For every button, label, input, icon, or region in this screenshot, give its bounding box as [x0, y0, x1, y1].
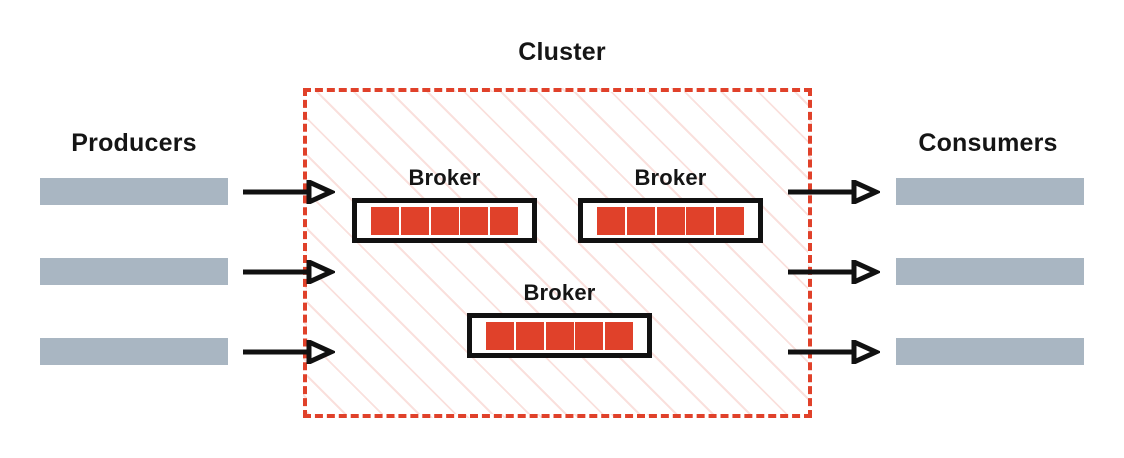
- producer-bar-2: [40, 258, 228, 285]
- consumer-arrow-3-icon: [788, 340, 880, 364]
- producer-arrow-2-icon: [243, 260, 335, 284]
- consumers-title: Consumers: [918, 129, 1058, 157]
- broker-2-label: Broker: [634, 165, 707, 190]
- broker-2: Broker: [578, 165, 763, 243]
- broker-2-partition-1: [597, 206, 625, 235]
- broker-3-label-wrap: Broker: [523, 280, 595, 306]
- broker-2-partition-2: [626, 206, 655, 235]
- broker-2-partition-5: [716, 206, 744, 235]
- broker-2-partition-3: [656, 206, 685, 235]
- broker-3-partition-5: [605, 321, 633, 350]
- producer-arrow-3-icon: [243, 340, 335, 364]
- consumer-arrow-2-icon: [788, 260, 880, 284]
- broker-3-label: Broker: [523, 280, 596, 305]
- broker-1-partition-5: [490, 206, 518, 235]
- producer-arrow-1-icon: [243, 180, 335, 204]
- broker-3-partition-2: [515, 321, 544, 350]
- consumer-bar-2: [896, 258, 1084, 285]
- broker-1-partition-3: [430, 206, 459, 235]
- producer-bar-1: [40, 178, 228, 205]
- broker-2-box: [578, 198, 763, 243]
- consumer-arrow-1-icon: [788, 180, 880, 204]
- producer-bar-3: [40, 338, 228, 365]
- broker-1: Broker: [352, 165, 537, 243]
- broker-3-partition-4: [575, 321, 604, 350]
- broker-3-partition-1: [486, 321, 514, 350]
- consumer-bar-1: [896, 178, 1084, 205]
- broker-2-label-wrap: Broker: [634, 165, 706, 191]
- broker-3: Broker: [467, 280, 652, 358]
- broker-2-partition-4: [686, 206, 715, 235]
- broker-1-partition-2: [400, 206, 429, 235]
- consumer-bar-3: [896, 338, 1084, 365]
- broker-1-label-wrap: Broker: [408, 165, 480, 191]
- broker-1-box: [352, 198, 537, 243]
- broker-1-partition-1: [371, 206, 399, 235]
- cluster-boundary: [303, 88, 812, 418]
- broker-3-partition-3: [545, 321, 574, 350]
- producers-title: Producers: [71, 129, 197, 157]
- cluster-title: Cluster: [518, 38, 606, 66]
- broker-1-partition-4: [460, 206, 489, 235]
- broker-3-box: [467, 313, 652, 358]
- broker-1-label: Broker: [408, 165, 481, 190]
